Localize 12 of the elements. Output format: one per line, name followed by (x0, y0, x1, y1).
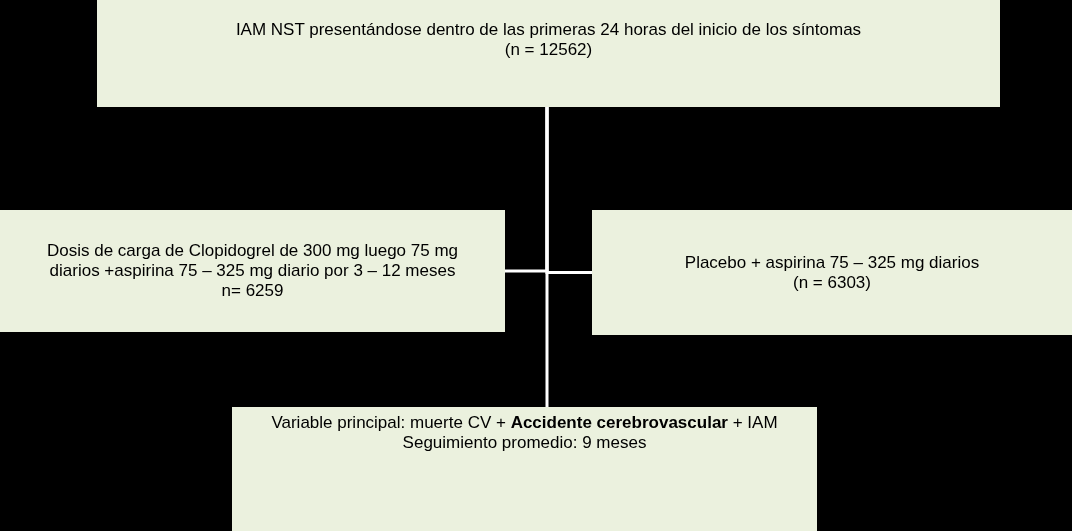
box-text: n= 6259 (221, 281, 284, 301)
box-text: Seguimiento promedio: 9 meses (402, 433, 647, 453)
connector-line (545, 107, 549, 407)
box-text: Variable principal: muerte CV + Accidente cerebrovascular + IAM (271, 413, 778, 433)
box-text: IAM NST presentándose dentro de las primeras 24 horas del inicio de los síntomas (235, 20, 862, 40)
process-box (232, 407, 817, 531)
box-text: (n = 6303) (793, 272, 871, 293)
process-box (0, 210, 505, 332)
process-box (97, 0, 1000, 107)
process-box (592, 210, 1072, 335)
box-text: (n = 12562) (504, 40, 593, 60)
box-text: Placebo + aspirina 75 – 325 mg diarios (684, 252, 980, 273)
